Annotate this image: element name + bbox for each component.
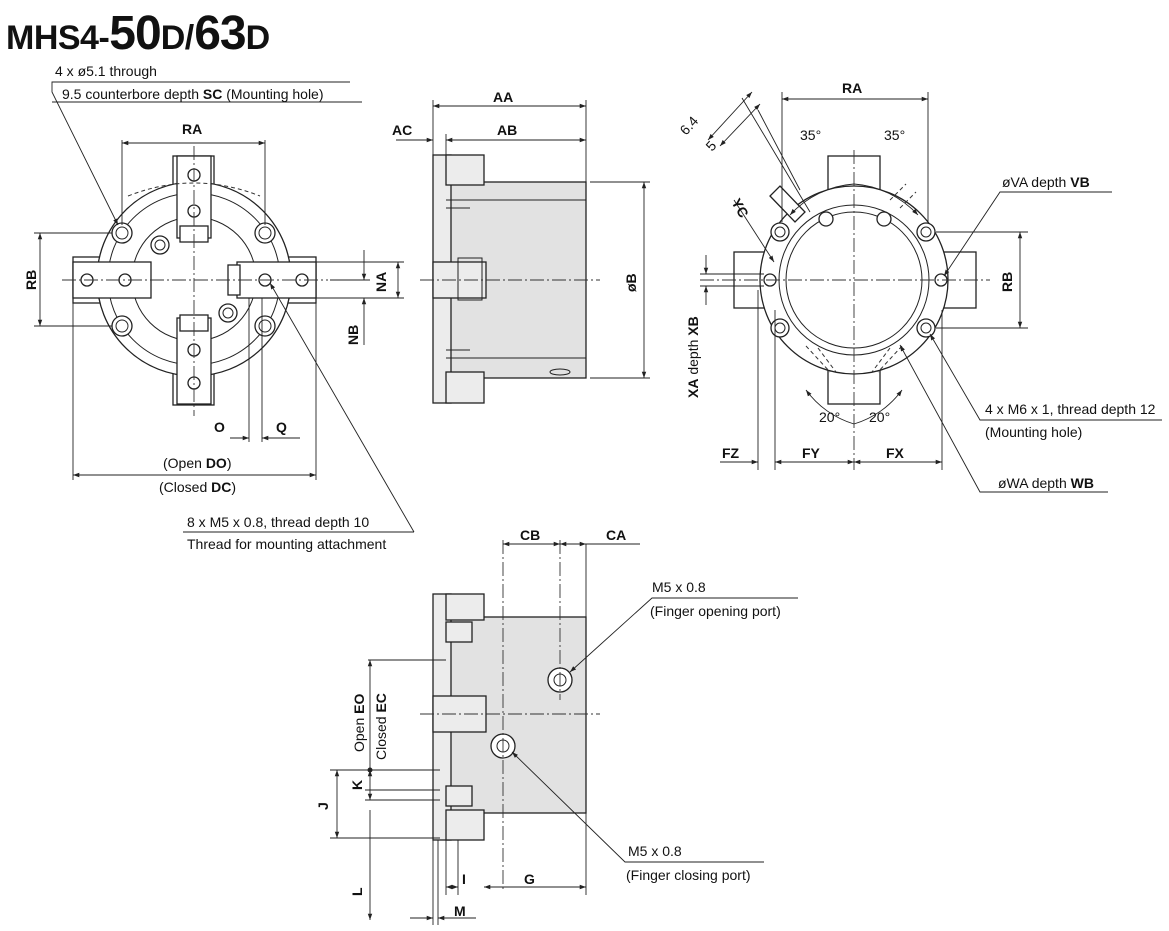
wa-note: øWA depth WB bbox=[998, 475, 1094, 491]
front-view bbox=[34, 81, 415, 533]
front-ra-label: RA bbox=[182, 121, 202, 137]
attach-thread-note: 8 x M5 x 0.8, thread depth 10 bbox=[187, 514, 369, 530]
back-angle-bottom-left-label: 20° bbox=[819, 409, 840, 425]
back-yc-label: YC bbox=[728, 196, 752, 221]
open-port-thread-note: M5 x 0.8 bbox=[652, 579, 706, 595]
back-fy-label: FY bbox=[802, 445, 821, 461]
side-b-label: øB bbox=[623, 273, 639, 292]
back-fz-label: FZ bbox=[722, 445, 740, 461]
bottom-m-label: M bbox=[454, 903, 466, 919]
side-ac-label: AC bbox=[392, 122, 412, 138]
back-ra-label: RA bbox=[842, 80, 862, 96]
front-rb-label: RB bbox=[23, 270, 39, 290]
close-port-desc-note: (Finger closing port) bbox=[626, 867, 751, 883]
back-rb-label: RB bbox=[999, 272, 1015, 292]
back-d5-label: 5 bbox=[702, 137, 719, 154]
close-port-thread-note: M5 x 0.8 bbox=[628, 843, 682, 859]
bottom-l-label: L bbox=[349, 887, 365, 896]
bottom-i-label: I bbox=[462, 871, 466, 887]
back-fx-label: FX bbox=[886, 445, 905, 461]
front-o-label: O bbox=[214, 419, 225, 435]
side-view bbox=[396, 100, 650, 404]
back-xa-label: XA depth XB bbox=[685, 316, 701, 398]
counterbore-note: 9.5 counterbore depth SC (Mounting hole) bbox=[62, 86, 324, 102]
bottom-ca-label: CA bbox=[606, 527, 626, 543]
front-q-label: Q bbox=[276, 419, 287, 435]
front-nb-label: NB bbox=[345, 325, 361, 345]
m6-thread-note: 4 x M6 x 1, thread depth 12 bbox=[985, 401, 1156, 417]
back-angle-right-label: 35° bbox=[884, 127, 905, 143]
bottom-j-label: J bbox=[315, 802, 331, 810]
back-view bbox=[700, 91, 1162, 493]
page-title: MHS4-50D/63D bbox=[6, 7, 270, 60]
bottom-eo-label: Open EO bbox=[351, 694, 367, 752]
va-note: øVA depth VB bbox=[1002, 174, 1090, 190]
open-do-label: (Open DO) bbox=[163, 455, 231, 471]
side-aa-label: AA bbox=[493, 89, 513, 105]
front-mounting-holes bbox=[111, 222, 276, 337]
bottom-cb-label: CB bbox=[520, 527, 540, 543]
side-ab-label: AB bbox=[497, 122, 517, 138]
bottom-view bbox=[330, 540, 798, 925]
back-d64-label: 6.4 bbox=[676, 113, 701, 138]
bottom-ec-label: Closed EC bbox=[373, 693, 389, 760]
bottom-g-label: G bbox=[524, 871, 535, 887]
closed-dc-label: (Closed DC) bbox=[159, 479, 236, 495]
through-hole-note: 4 x ø5.1 through bbox=[55, 63, 157, 79]
open-port-desc-note: (Finger opening port) bbox=[650, 603, 781, 619]
m6-desc-note: (Mounting hole) bbox=[985, 424, 1082, 440]
back-angle-left-label: 35° bbox=[800, 127, 821, 143]
front-na-label: NA bbox=[373, 272, 389, 292]
attach-desc-note: Thread for mounting attachment bbox=[187, 536, 386, 552]
back-angle-bottom-right-label: 20° bbox=[869, 409, 890, 425]
bottom-k-label: K bbox=[349, 780, 365, 790]
